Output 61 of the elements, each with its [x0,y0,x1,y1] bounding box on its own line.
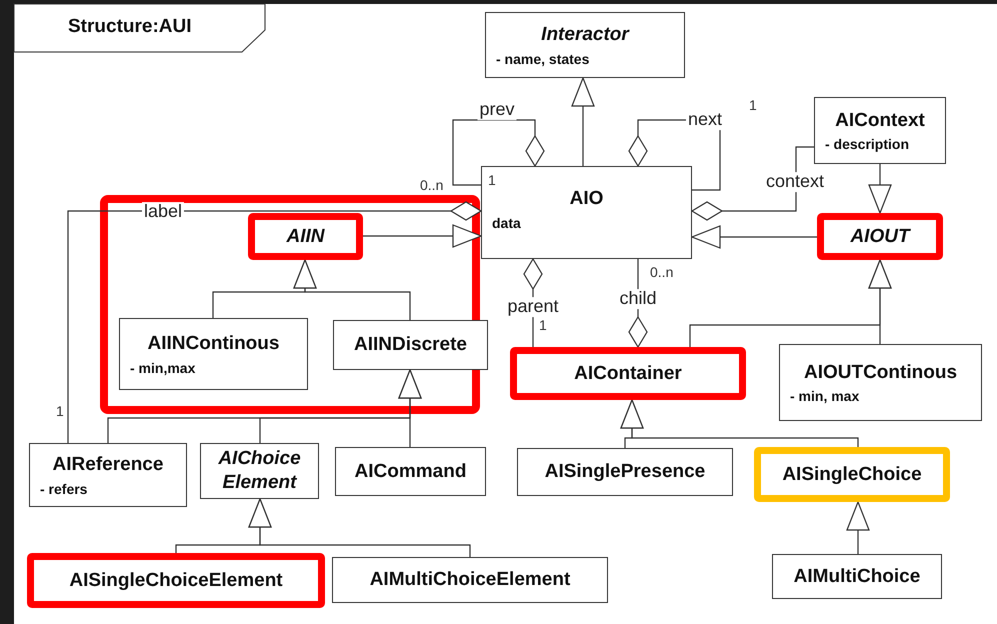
class-box [485,12,685,78]
generalization-arrow [868,259,892,344]
class-name: Interactor [540,23,630,47]
class-name: AISinglePresence [544,460,706,484]
generalization-arrow [846,501,870,554]
multiplicity-label: 0..n [650,265,674,279]
class-box [779,344,982,421]
class-box [814,97,946,164]
multiplicity-label: 1 [488,173,496,187]
class-name: AIMultiChoice [792,564,922,588]
attribute-text: - description [824,136,910,152]
class-box [817,213,943,260]
edge-label: next [686,110,724,130]
class-name: AIContainer [573,362,683,386]
class-box [754,447,950,502]
aggregation-line [67,201,482,443]
multiplicity-label: 0..n [420,178,444,192]
class-name: AIIN [285,224,326,248]
generalization-arrow [571,77,595,166]
diagram-title: Structure:AUI [68,16,192,38]
class-name: AIMultiChoiceElement [368,568,572,592]
class-name: AIContext [834,108,926,132]
class-box [335,447,486,496]
class-name: AIOUTContinous [802,360,958,384]
class-box [27,553,325,608]
class-name: AIINDiscrete [353,333,468,357]
class-name: AIOUT [849,224,912,248]
class-box [332,557,608,603]
class-box [481,166,692,259]
class-name: AIChoice Element [217,447,302,495]
class-box [772,554,942,599]
class-name: AISingleChoiceElement [68,568,284,592]
generalization-arrow [620,399,859,447]
attribute-text: - min, max [789,388,860,404]
generalization-arrow [398,369,422,447]
generalization-arrow [868,164,892,214]
attribute-text: - name, states [495,50,590,67]
class-box [333,320,488,370]
class-box [29,443,187,507]
multiplicity-label: 1 [539,318,547,332]
class-box [200,443,319,499]
generalization-arrow [248,498,471,557]
class-box [248,213,363,260]
class-box [119,318,308,390]
attribute-text: data [491,214,522,231]
class-name: AIO [568,187,604,211]
multiplicity-label: 1 [749,98,757,112]
class-name: AISingleChoice [781,462,923,486]
generalization-arrow [691,225,817,249]
attribute-text: - min,max [129,360,196,376]
class-box [517,448,733,496]
aggregation-line [691,146,814,221]
generalization-arrow [293,259,411,320]
edge-label: context [764,172,826,192]
class-box [510,347,746,400]
attribute-text: - refers [39,480,88,497]
class-name: AIINContinous [146,332,280,356]
class-name: AICommand [354,460,468,484]
class-name: AIReference [52,453,164,477]
multiplicity-label: 1 [56,404,64,418]
generalization-arrow [363,224,482,248]
